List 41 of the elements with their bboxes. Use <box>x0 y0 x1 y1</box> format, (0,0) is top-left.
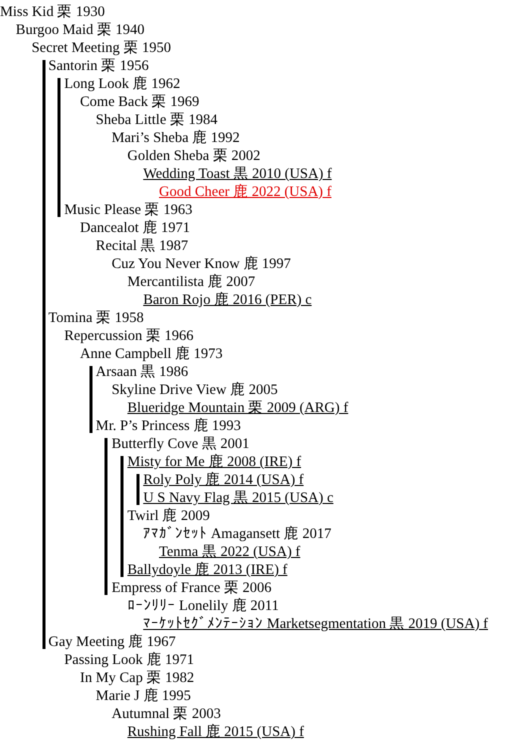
pedigree-entry: Tenma 黒 2022 (USA) f <box>159 543 300 561</box>
pedigree-entry: Tomina 栗 1958 <box>48 309 144 327</box>
pedigree-entry: Repercussion 栗 1966 <box>64 327 194 345</box>
pedigree-entry: Empress of France 栗 2006 <box>112 579 272 597</box>
pedigree-entry: Rushing Fall 鹿 2015 (USA) f <box>127 723 304 741</box>
pedigree-entry: Mari’s Sheba 鹿 1992 <box>112 129 240 147</box>
pedigree-entry: U S Navy Flag 黒 2015 (USA) c <box>143 489 334 507</box>
pedigree-entry: Dancealot 鹿 1971 <box>80 219 190 237</box>
pedigree-entry: Good Cheer 鹿 2022 (USA) f <box>159 183 332 201</box>
pedigree-entry: Miss Kid 栗 1930 <box>0 3 105 21</box>
pedigree-entry: Come Back 栗 1969 <box>80 93 200 111</box>
pedigree-entry: Santorin 栗 1956 <box>48 57 149 75</box>
pedigree-entry: ﾛｰﾝﾘﾘｰ Lonelily 鹿 2011 <box>127 597 279 615</box>
pedigree-entry: In My Cap 栗 1982 <box>80 669 194 687</box>
pedigree-entry: ｱﾏｶﾞﾝｾｯﾄ Amagansett 鹿 2017 <box>143 525 332 543</box>
pedigree-entry: Wedding Toast 黒 2010 (USA) f <box>143 165 332 183</box>
pedigree-entry: Ballydoyle 鹿 2013 (IRE) f <box>127 561 288 579</box>
pedigree-entry: Sheba Little 栗 1984 <box>96 111 218 129</box>
pedigree-entry: Long Look 鹿 1962 <box>64 75 180 93</box>
pedigree-entry: Marie J 鹿 1995 <box>96 687 191 705</box>
pedigree-entry: Butterfly Cove 黒 2001 <box>112 435 250 453</box>
pedigree-entry: Passing Look 鹿 1971 <box>64 651 194 669</box>
pedigree-entry: Blueridge Mountain 栗 2009 (ARG) f <box>127 399 348 417</box>
pedigree-entry: Music Please 栗 1963 <box>64 201 192 219</box>
pedigree-entry: Burgoo Maid 栗 1940 <box>16 21 145 39</box>
pedigree-entry: Cuz You Never Know 鹿 1997 <box>112 255 291 273</box>
pedigree-entry: Mercantilista 鹿 2007 <box>127 273 256 291</box>
pedigree-entry: Golden Sheba 栗 2002 <box>127 147 260 165</box>
pedigree-entry: Mr. P’s Princess 鹿 1993 <box>96 417 241 435</box>
pedigree-entry: Secret Meeting 栗 1950 <box>32 39 172 57</box>
pedigree-entry: Twirl 鹿 2009 <box>127 507 210 525</box>
pedigree-entry: Recital 黒 1987 <box>96 237 188 255</box>
pedigree-entry: Baron Rojo 鹿 2016 (PER) c <box>143 291 312 309</box>
pedigree-entry: ﾏｰｹｯﾄｾｸﾞﾒﾝﾃｰｼｮﾝ Marketsegmentation 黒 2019 (USA) f <box>143 615 488 633</box>
pedigree-entry: Anne Campbell 鹿 1973 <box>80 345 223 363</box>
pedigree-entry: Roly Poly 鹿 2014 (USA) f <box>143 471 304 489</box>
pedigree-entry: Autumnal 栗 2003 <box>112 705 221 723</box>
pedigree-entry: Skyline Drive View 鹿 2005 <box>112 381 278 399</box>
pedigree-entry: Misty for Me 鹿 2008 (IRE) f <box>127 453 302 471</box>
pedigree-entry: Gay Meeting 鹿 1967 <box>48 633 176 651</box>
pedigree-entry: Arsaan 黒 1986 <box>96 363 188 381</box>
